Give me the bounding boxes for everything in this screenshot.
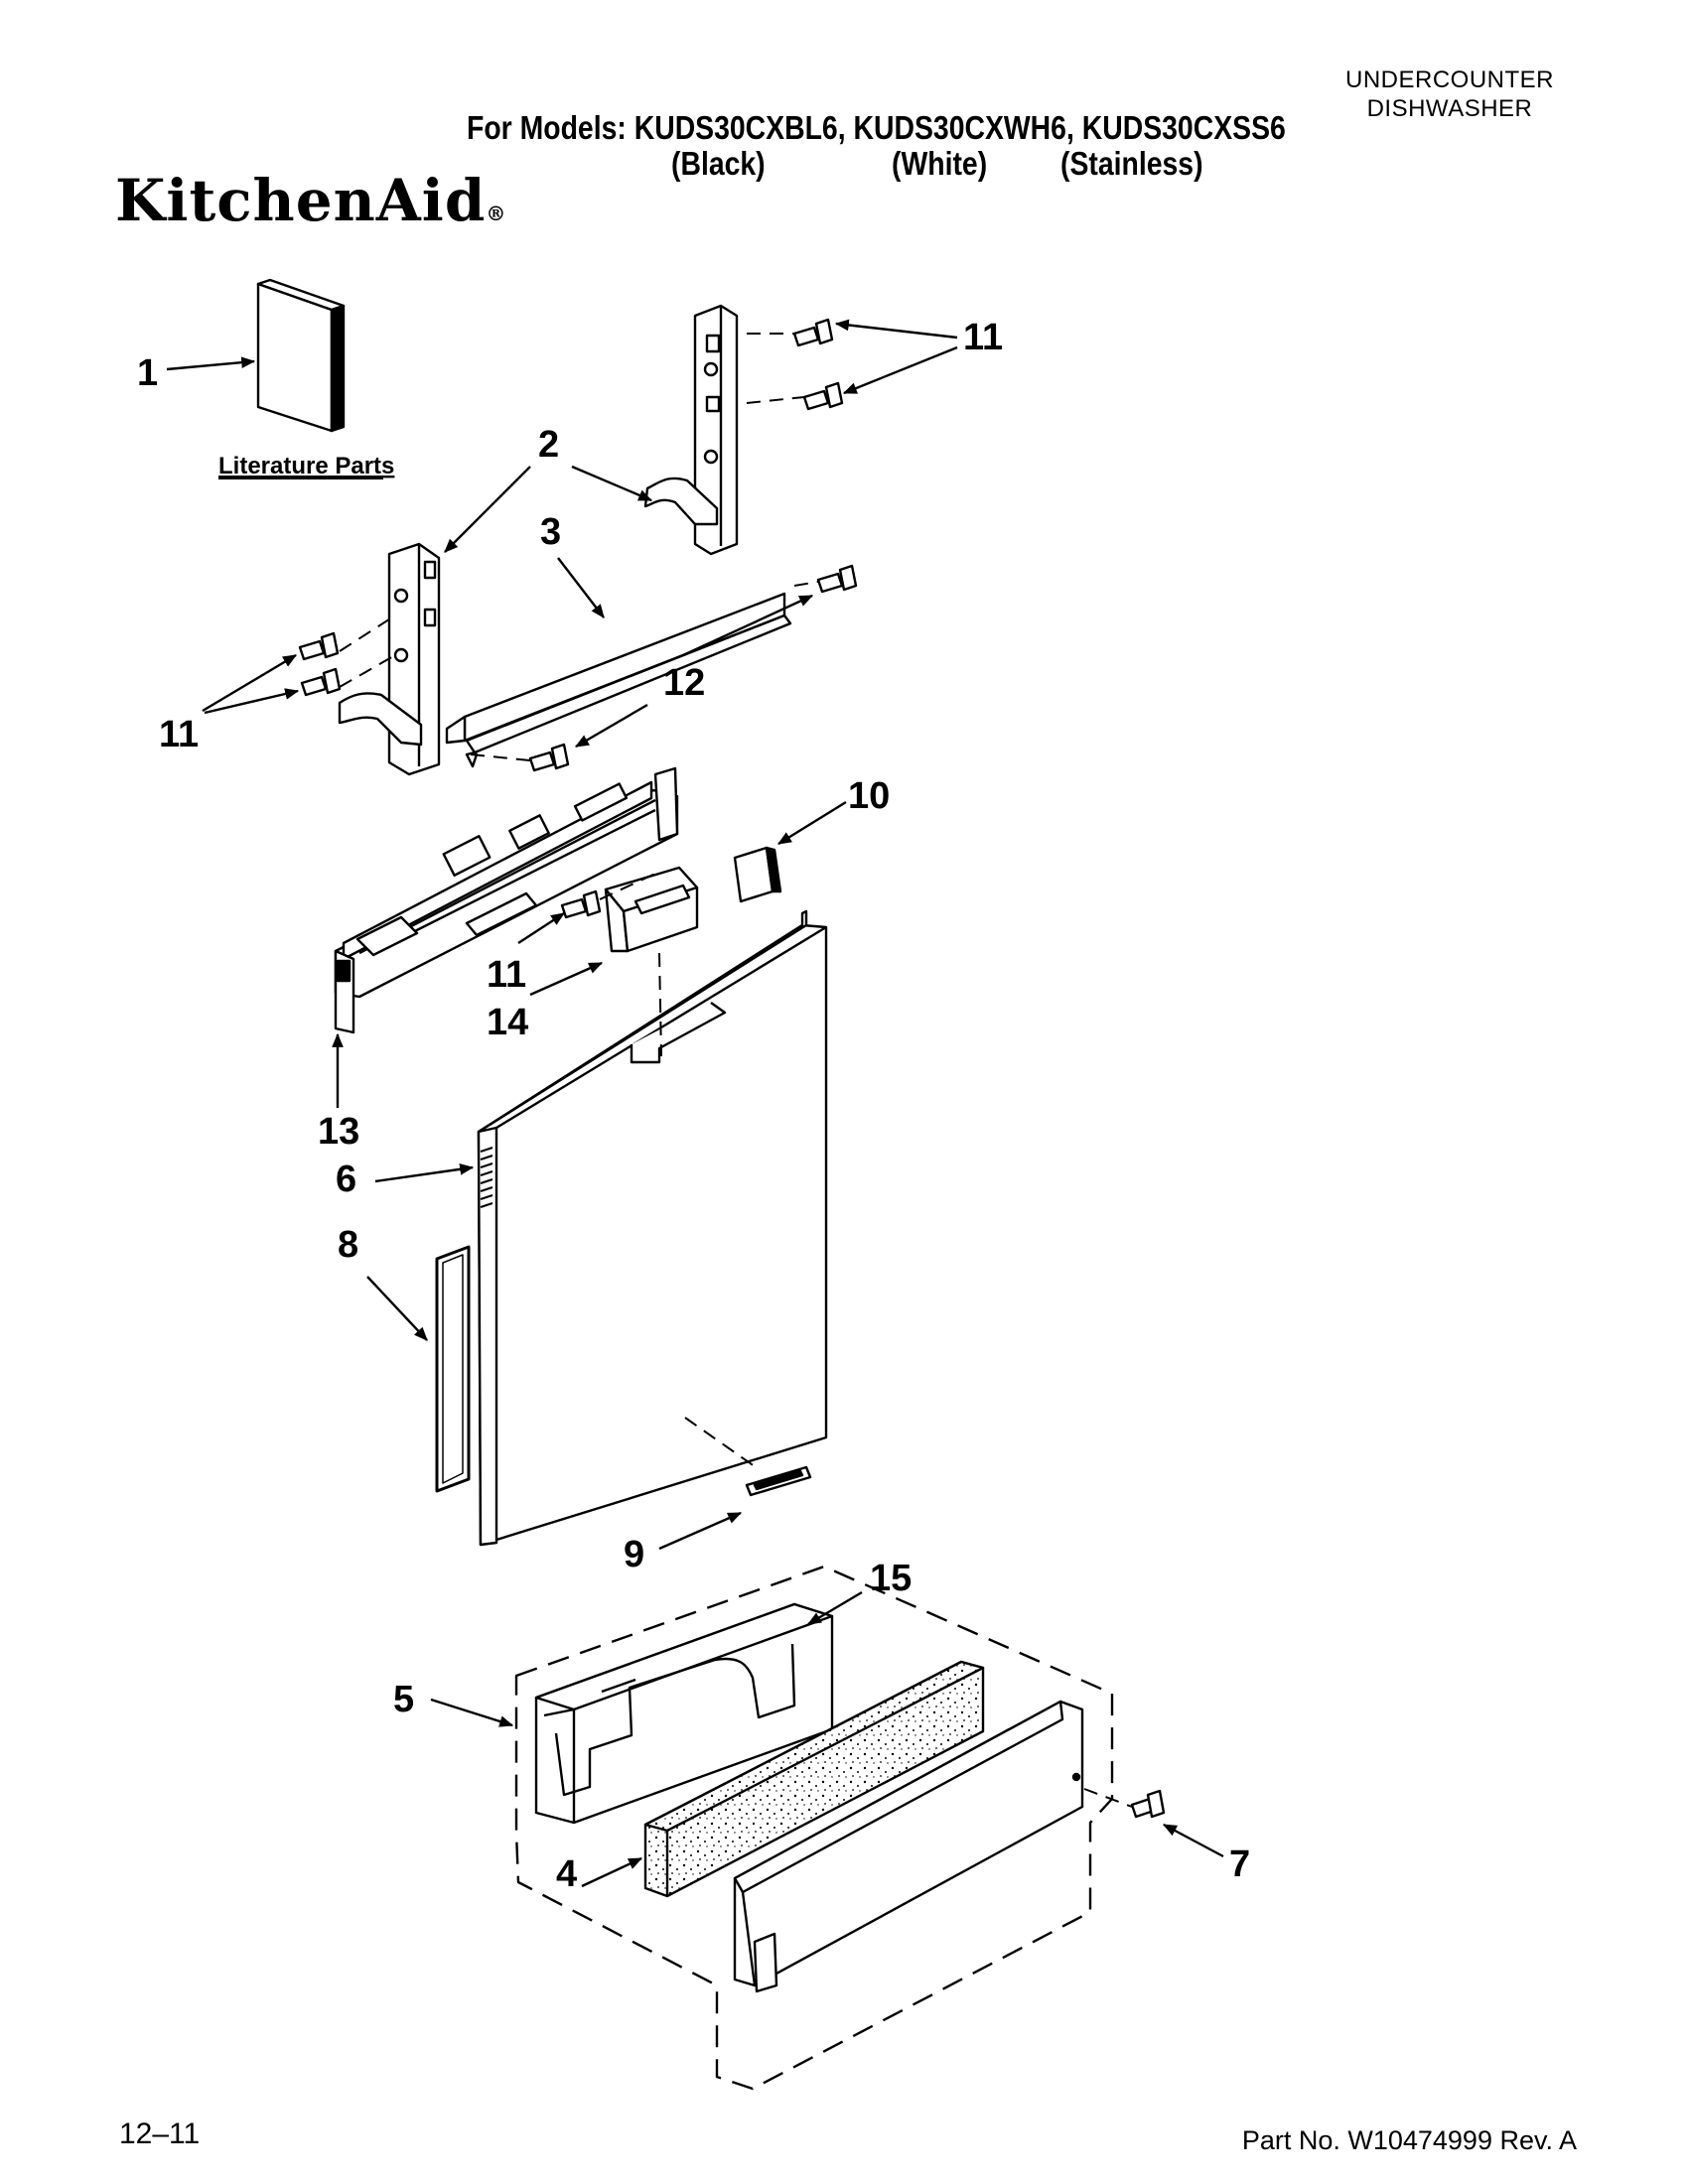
color-stainless: (Stainless) bbox=[1060, 145, 1203, 182]
rail-screw-left-part bbox=[528, 743, 570, 772]
logo-badge-part bbox=[745, 1465, 812, 1497]
color-white: (White) bbox=[892, 145, 988, 182]
callout-4: 4 bbox=[556, 1853, 577, 1895]
part-number: Part No. W10474999 Rev. A bbox=[1241, 2125, 1577, 2155]
callout-7: 7 bbox=[1229, 1843, 1250, 1885]
callout-11-left: 11 bbox=[159, 714, 199, 755]
appliance-type: UNDERCOUNTER DISHWASHER bbox=[1321, 66, 1579, 123]
models-heading: For Models: KUDS30CXBL6, KUDS30CXWH6, KU… bbox=[467, 109, 1286, 146]
toe-kick-panel-part bbox=[733, 1700, 1084, 1993]
package-boundary bbox=[514, 1565, 1114, 2091]
literature-parts-label: Literature Parts bbox=[218, 453, 394, 479]
callout-11-panel: 11 bbox=[487, 954, 526, 996]
door-gasket-part bbox=[435, 1245, 471, 1493]
control-panel-part bbox=[334, 766, 679, 1034]
color-black: (Black) bbox=[671, 145, 766, 182]
vent-pad-part bbox=[733, 846, 782, 903]
callout-6: 6 bbox=[336, 1159, 356, 1200]
literature-booklet-part bbox=[256, 278, 346, 433]
registered-mark-icon: ® bbox=[486, 202, 507, 225]
toe-kick-screw-part bbox=[1130, 1789, 1166, 1819]
hinge-screw-left-upper-part bbox=[298, 631, 340, 661]
callout-numbers: 1 2 3 4 5 6 7 8 9 10 11 11 11 12 13 14 1… bbox=[137, 317, 1250, 1895]
hinge-screw-top-part bbox=[792, 318, 834, 347]
hinge-screw-left-lower-part bbox=[300, 667, 342, 697]
callout-3: 3 bbox=[540, 511, 561, 553]
callout-9: 9 bbox=[624, 1534, 644, 1575]
callout-11-top: 11 bbox=[963, 317, 1003, 358]
door-handle-part bbox=[604, 866, 699, 953]
callout-15: 15 bbox=[870, 1558, 912, 1599]
alignment-lines bbox=[339, 333, 1133, 1808]
callout-12: 12 bbox=[663, 662, 705, 704]
callout-5: 5 bbox=[393, 1679, 414, 1720]
brand-name: KitchenAid bbox=[115, 167, 487, 234]
hinge-bracket-left-part bbox=[338, 542, 441, 776]
sponge-strip-part bbox=[643, 1660, 985, 1898]
callout-14: 14 bbox=[487, 1002, 528, 1043]
foam-packing-block-part bbox=[534, 1602, 834, 1825]
rail-screw-right-part bbox=[816, 564, 858, 594]
appliance-line-2: DISHWASHER bbox=[1366, 95, 1533, 122]
hinge-screw-middle-part bbox=[802, 381, 844, 411]
callout-8: 8 bbox=[338, 1224, 358, 1266]
callout-2: 2 bbox=[538, 424, 559, 466]
callout-1: 1 bbox=[137, 352, 158, 394]
revision-date: 12–11 bbox=[119, 2117, 201, 2150]
callout-13: 13 bbox=[318, 1111, 359, 1153]
brand-logo: KitchenAid® bbox=[115, 167, 506, 234]
hinge-bracket-right-part bbox=[643, 304, 739, 556]
panel-screw-part bbox=[560, 889, 602, 919]
callout-10: 10 bbox=[848, 775, 890, 817]
appliance-line-1: UNDERCOUNTER bbox=[1345, 67, 1554, 93]
leader-arrows bbox=[166, 319, 1224, 1888]
strike-rail-part bbox=[445, 592, 792, 768]
outer-door-panel-part bbox=[477, 909, 828, 1547]
